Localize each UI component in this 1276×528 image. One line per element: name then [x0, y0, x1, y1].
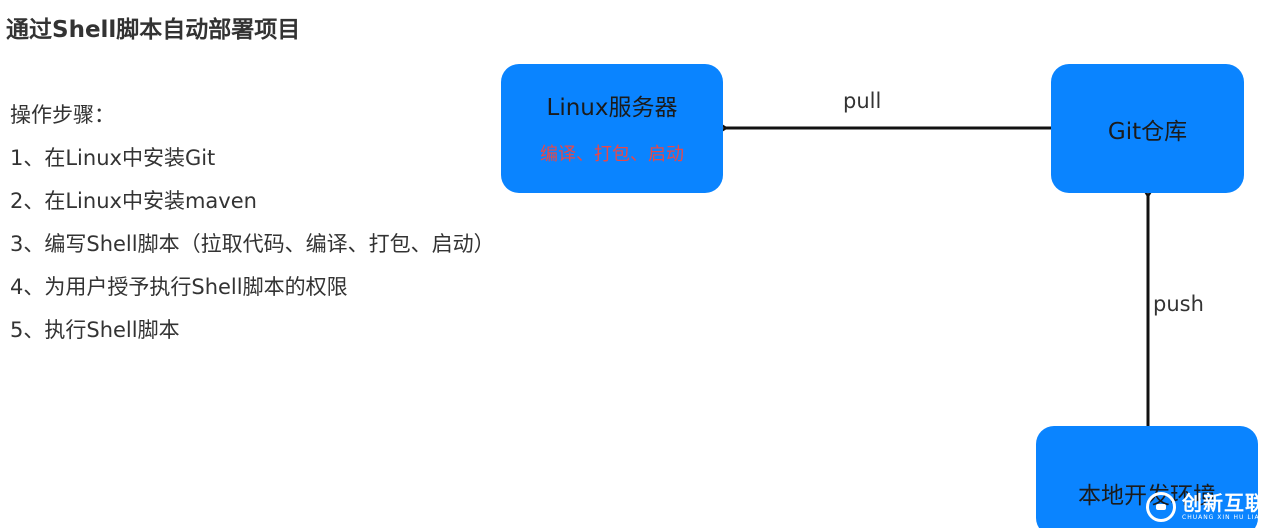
step-item: 1、在Linux中安装Git [10, 146, 216, 170]
node-git-label: Git仓库 [1107, 118, 1188, 145]
edge-label-push: push [1153, 292, 1204, 316]
step-item: 3、编写Shell脚本（拉取代码、编译、打包、启动） [10, 232, 495, 256]
watermark-subtext: CHUANG XIN HU LIAN [1182, 514, 1266, 521]
edge-label-pull: pull [843, 89, 882, 113]
step-item: 5、执行Shell脚本 [10, 318, 180, 342]
node-linux-sublabel: 编译、打包、启动 [540, 144, 684, 165]
node-linux-label: Linux服务器 [546, 95, 678, 121]
watermark-text: 创新互联 [1182, 491, 1266, 515]
step-item: 2、在Linux中安装maven [10, 189, 257, 213]
watermark: 创新互联 CHUANG XIN HU LIAN [1146, 492, 1266, 522]
node-linux-server: Linux服务器 编译、打包、启动 [501, 64, 723, 193]
steps-heading: 操作步骤： [10, 103, 115, 127]
node-git-repo: Git仓库 [1051, 64, 1244, 193]
watermark-logo-icon [1146, 492, 1176, 522]
steps-list: 操作步骤： 1、在Linux中安装Git 2、在Linux中安装maven 3、… [10, 94, 495, 352]
step-item: 4、为用户授予执行Shell脚本的权限 [10, 275, 348, 299]
page-title: 通过Shell脚本自动部署项目 [6, 17, 301, 43]
